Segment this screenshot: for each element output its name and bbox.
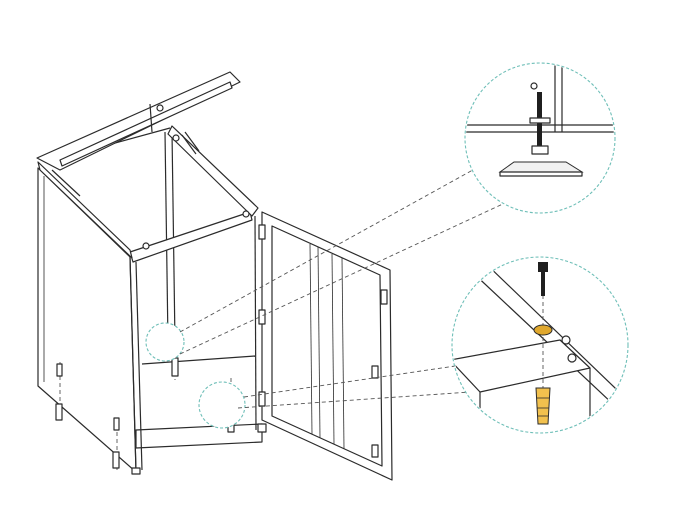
lid-panel [36,71,241,171]
lid [36,71,241,197]
front-top-rail [129,211,253,263]
foot-detail-marker [145,322,185,362]
cabinet-body [37,125,263,473]
washer-icon [533,324,553,336]
floor-anchor-detail [451,256,629,434]
door-inner-panel [271,225,383,467]
door [254,211,393,481]
leveling-foot-detail [464,62,616,214]
anchor-detail-marker [198,381,246,429]
wall-plug-icon [535,387,551,425]
roof-support-frame [167,125,259,217]
bolt-icon [538,262,548,296]
leveling-foot-icon [498,92,584,177]
bolt-hole-icon [530,82,538,90]
bottom-plinth [135,423,263,449]
